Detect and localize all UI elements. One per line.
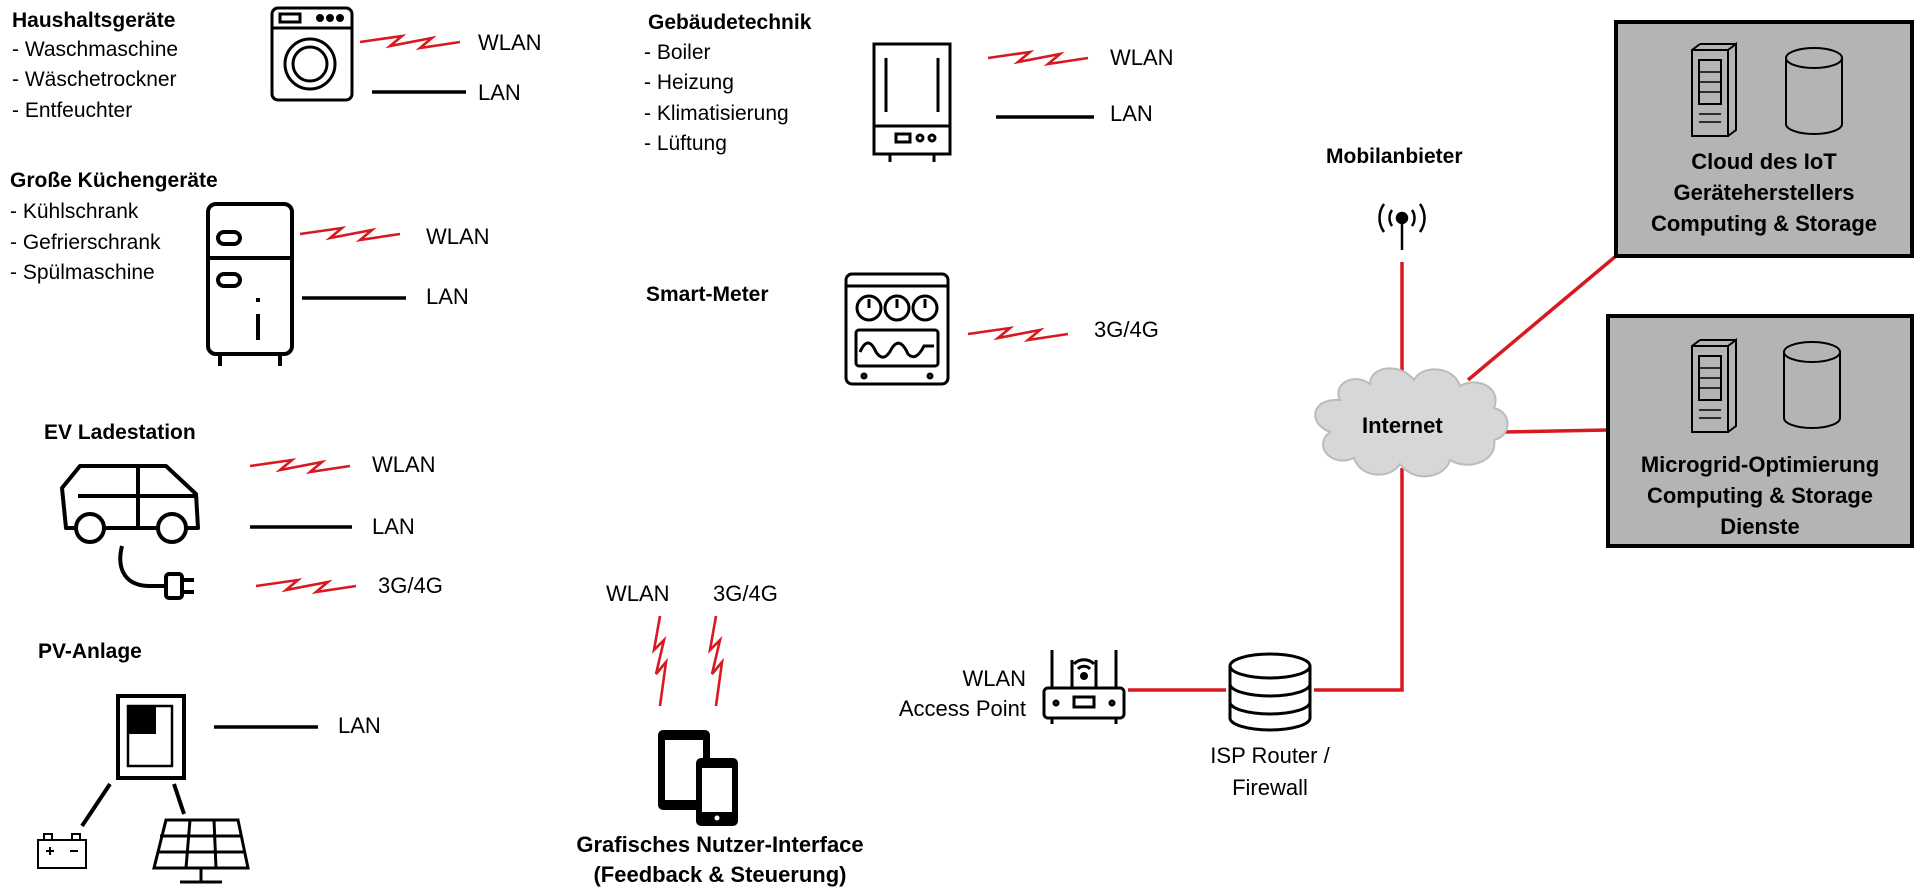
kueche-item: - Gefrierschrank	[10, 231, 161, 254]
plug-icon	[118, 545, 194, 600]
mobilanbieter-title: Mobilanbieter	[1326, 145, 1463, 168]
haushalt-item: - Wäschetrockner	[12, 68, 177, 91]
cloud-box-line: Geräteherstellers	[1673, 180, 1855, 205]
battery-icon	[37, 833, 87, 869]
gebaeude-lan-label: LAN	[1110, 101, 1153, 126]
gebaeude-item: - Boiler	[644, 41, 711, 64]
microgrid-box-line: Microgrid-Optimierung	[1640, 452, 1880, 477]
gebaeude-item: - Heizung	[644, 71, 734, 94]
ev-wlan-label: WLAN	[372, 452, 436, 477]
isp-label-line: ISP Router /	[1210, 743, 1330, 768]
cloud-icon	[1314, 367, 1509, 478]
database-router-icon	[1228, 652, 1312, 732]
ev-mobile-label: 3G/4G	[378, 573, 443, 598]
mobile-bolt-gui	[708, 614, 724, 708]
haushalt-title: Haushaltsgeräte	[12, 9, 176, 32]
access-point-label-line: WLAN	[962, 666, 1026, 691]
kueche-lan-label: LAN	[426, 284, 469, 309]
pv-lan-label: LAN	[338, 713, 381, 738]
smart-meter-icon	[844, 272, 950, 386]
network-line-internet-cloud	[1466, 254, 1618, 382]
gebaeude-item: - Klimatisierung	[644, 102, 789, 125]
microgrid-box-line: Computing & Storage	[1646, 483, 1874, 508]
kueche-title: Große Küchengeräte	[10, 169, 218, 192]
ev-title: EV Ladestation	[44, 421, 196, 444]
access-point-label: WLAN Access Point	[880, 664, 1026, 724]
microgrid-box	[1606, 314, 1914, 548]
cloud-box-label: Cloud des IoT Geräteherstellers Computin…	[1616, 146, 1912, 239]
wlan-bolt-kueche	[298, 226, 402, 242]
car-icon	[60, 464, 200, 544]
wifi-router-icon	[1042, 650, 1126, 724]
smartmeter-title: Smart-Meter	[646, 283, 769, 306]
haushalt-wlan-label: WLAN	[478, 30, 542, 55]
microgrid-box-label: Microgrid-Optimierung Computing & Storag…	[1608, 449, 1912, 542]
pv-title: PV-Anlage	[38, 640, 142, 663]
access-point-label-line: Access Point	[898, 696, 1026, 721]
antenna-icon	[1378, 203, 1426, 250]
ev-lan-label: LAN	[372, 514, 415, 539]
kueche-item: - Kühlschrank	[10, 200, 139, 223]
gui-mobile-label: 3G/4G	[713, 581, 778, 606]
isp-label-line: Firewall	[1232, 775, 1308, 800]
cloud-box-line: Computing & Storage	[1650, 211, 1878, 236]
pv-line-solar	[172, 783, 186, 815]
washing-machine-icon	[270, 6, 354, 102]
meter-cabinet-icon	[116, 694, 186, 780]
microgrid-box-line: Dienste	[1720, 514, 1800, 539]
mobile-bolt-ev	[254, 578, 358, 594]
network-line-isp-internet	[1314, 468, 1404, 692]
gui-title-line: Grafisches Nutzer-Interface	[576, 832, 864, 857]
gui-wlan-label: WLAN	[606, 581, 670, 606]
kueche-wlan-label: WLAN	[426, 224, 490, 249]
mobile-bolt-smartmeter	[966, 326, 1070, 342]
kueche-item: - Spülmaschine	[10, 261, 155, 284]
pv-line-battery	[80, 782, 112, 828]
gui-title-line: (Feedback & Steuerung)	[593, 862, 847, 887]
boiler-icon	[872, 42, 952, 162]
smartmeter-mobile-label: 3G/4G	[1094, 317, 1159, 342]
refrigerator-icon	[206, 202, 294, 366]
wlan-bolt-gebaeude	[986, 50, 1090, 66]
gebaeude-wlan-label: WLAN	[1110, 45, 1174, 70]
network-line-internet-microgrid	[1503, 428, 1609, 434]
wlan-bolt-haushalt	[358, 34, 462, 50]
cloud-box	[1614, 20, 1914, 258]
solar-panel-icon	[152, 818, 250, 884]
gui-title: Grafisches Nutzer-Interface (Feedback & …	[520, 830, 920, 890]
haushalt-lan-label: LAN	[478, 80, 521, 105]
internet-label: Internet	[1362, 413, 1443, 438]
gebaeude-title: Gebäudetechnik	[648, 11, 812, 34]
smartphone-icon	[696, 758, 738, 826]
wlan-bolt-ev	[248, 458, 352, 474]
gebaeude-item: - Lüftung	[644, 132, 727, 155]
isp-label: ISP Router / Firewall	[1170, 740, 1370, 804]
cloud-box-line: Cloud des IoT	[1691, 149, 1837, 174]
haushalt-item: - Entfeuchter	[12, 99, 133, 122]
haushalt-item: - Waschmaschine	[12, 38, 179, 61]
wlan-bolt-gui	[652, 614, 668, 708]
